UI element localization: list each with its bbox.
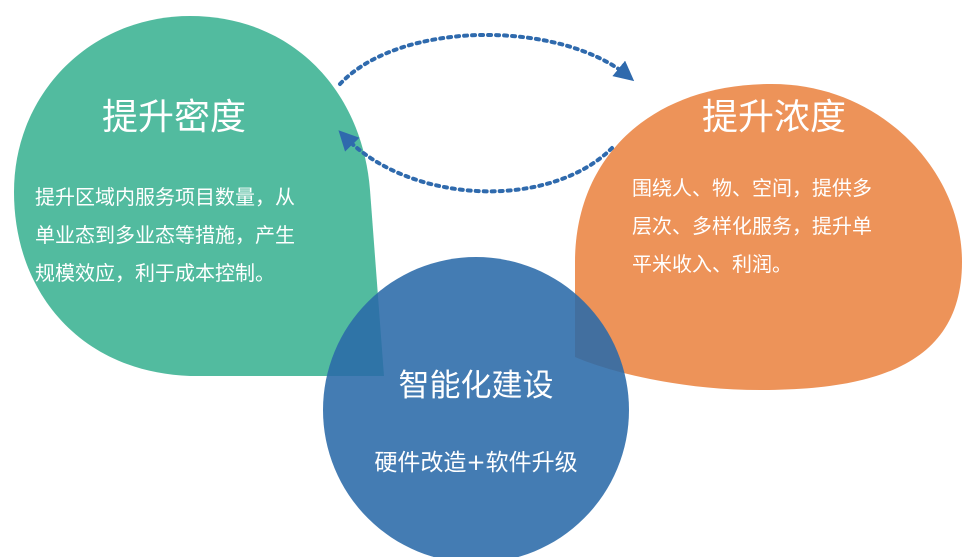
right-line-2: 层次、多样化服务，提升单 — [632, 214, 872, 238]
left-title: 提升密度 — [102, 97, 246, 138]
left-line-1: 提升区域内服务项目数量，从 — [35, 185, 295, 209]
dotted-curved-arrow-right-icon — [338, 32, 635, 86]
left-line-3: 规模效应，利于成本控制。 — [35, 261, 275, 285]
right-blob — [575, 84, 962, 390]
right-line-1: 围绕人、物、空间，提供多 — [632, 176, 872, 200]
right-line-3: 平米收入、利润。 — [632, 252, 792, 276]
center-subtitle: 硬件改造+软件升级 — [374, 450, 577, 476]
dotted-curved-arrow-left-icon — [338, 130, 614, 194]
left-blob — [14, 16, 384, 376]
center-title: 智能化建设 — [399, 368, 554, 404]
left-line-2: 单业态到多业态等措施，产生 — [35, 223, 295, 247]
right-title: 提升浓度 — [702, 97, 846, 138]
center-circle — [323, 257, 629, 557]
